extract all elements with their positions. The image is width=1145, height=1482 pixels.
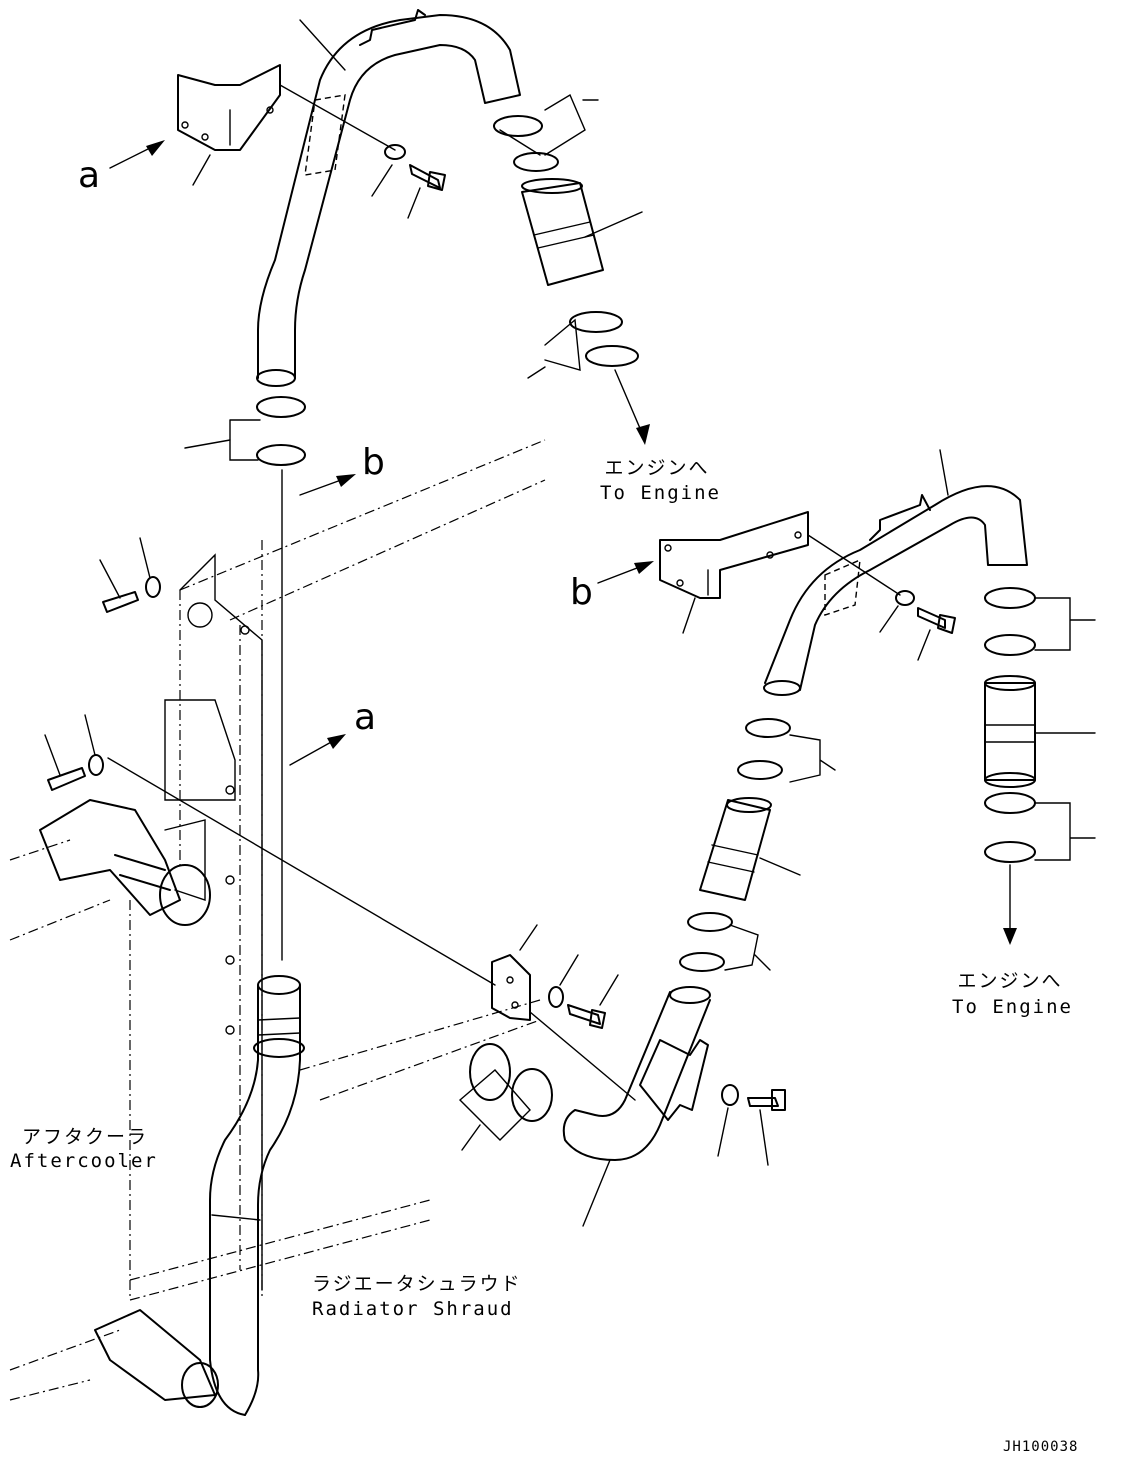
shroud-label-en: Radiator Shraud bbox=[312, 1298, 514, 1320]
aftercooler-label-en: Aftercooler bbox=[10, 1150, 158, 1172]
aftercooler-outlet-lower bbox=[94, 1309, 219, 1408]
upper-left-pipe bbox=[256, 9, 521, 387]
view-arrow-a-upper bbox=[109, 140, 165, 169]
engine-label-jp-upper: エンジンへ bbox=[604, 457, 710, 479]
bolt-washer-left-2 bbox=[44, 714, 496, 986]
engine-label-en-right: To Engine bbox=[952, 996, 1073, 1018]
view-arrow-b-right bbox=[597, 561, 654, 584]
bolt-washer-lower bbox=[717, 1084, 786, 1166]
view-label-b: b bbox=[362, 442, 385, 483]
view-label-a-upper: a bbox=[78, 155, 101, 196]
lower-middle-pipe bbox=[562, 986, 711, 1227]
leader-lines-upper bbox=[192, 19, 643, 379]
view-arrow-a-mid bbox=[289, 734, 346, 766]
view-label-a-middle: a bbox=[354, 697, 377, 738]
engine-arrow-upper bbox=[614, 369, 650, 445]
bracket-b bbox=[659, 511, 901, 634]
bolt-washer-left-1 bbox=[99, 537, 161, 613]
lower-left-pipe bbox=[209, 975, 305, 1416]
view-label-b-right: b bbox=[570, 572, 593, 613]
bolt-washer-right bbox=[879, 449, 956, 661]
drawing-number: JH100038 bbox=[1003, 1439, 1079, 1455]
right-upper-pipe bbox=[763, 485, 1028, 696]
middle-hose-set bbox=[679, 718, 836, 972]
shroud-label-jp: ラジエータシュラウド bbox=[312, 1273, 522, 1295]
upper-hose-set bbox=[493, 115, 639, 367]
engine-label-jp-right: エンジンへ bbox=[957, 970, 1063, 992]
bracket-a-upper bbox=[177, 64, 396, 151]
engine-arrow-right bbox=[1003, 864, 1017, 945]
radiator-shroud-frame bbox=[9, 439, 546, 1401]
lower-left-clamps bbox=[184, 396, 306, 961]
view-arrow-b bbox=[299, 474, 356, 496]
middle-clamps bbox=[458, 1043, 553, 1151]
right-hose-set bbox=[984, 587, 1096, 863]
aftercooler-outlet-upper bbox=[39, 799, 211, 926]
aftercooler-label-jp: アフタクーラ bbox=[21, 1126, 148, 1148]
bolt-washer-upper bbox=[384, 144, 446, 191]
engine-label-en-upper: To Engine bbox=[600, 482, 721, 504]
middle-bracket bbox=[491, 924, 636, 1101]
shroud-side-plate bbox=[164, 553, 263, 1291]
